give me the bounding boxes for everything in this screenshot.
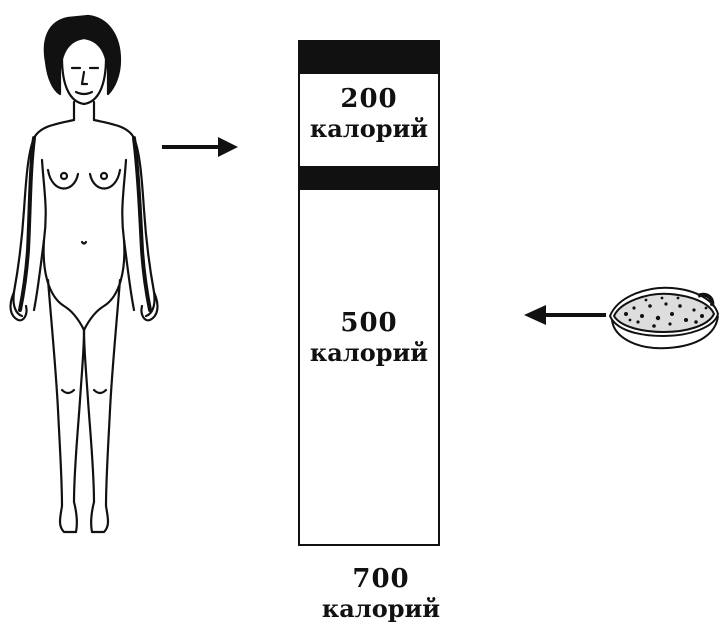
segment-500-label: 500 калорий	[298, 308, 440, 368]
segment-500-unit: калорий	[298, 338, 440, 368]
arrow-right-icon	[160, 135, 240, 159]
segment-200-value: 200	[298, 84, 440, 114]
human-figure-icon	[8, 10, 168, 545]
total-unit: калорий	[310, 594, 452, 624]
total-700-label: 700 калорий	[310, 564, 452, 624]
total-value: 700	[310, 564, 452, 594]
food-bowl-icon	[608, 276, 720, 352]
segment-500-value: 500	[298, 308, 440, 338]
segment-200-unit: калорий	[298, 114, 440, 144]
column-divider-band	[298, 166, 440, 190]
column-top-band	[298, 40, 440, 74]
segment-200-label: 200 калорий	[298, 84, 440, 144]
arrow-left-icon	[522, 303, 608, 327]
